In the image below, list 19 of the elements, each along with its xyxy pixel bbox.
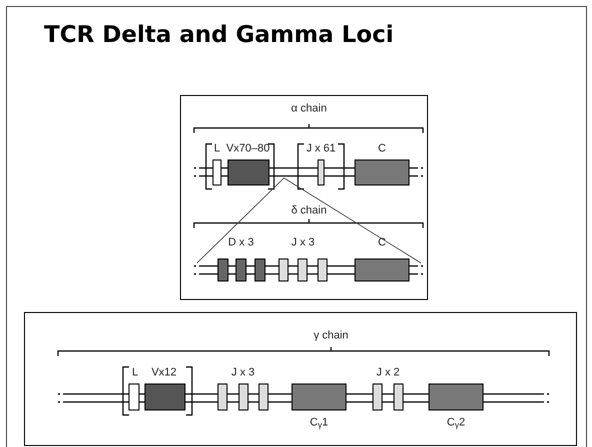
- segment-label: J x 3: [231, 368, 255, 378]
- segment-label: Vx12: [151, 368, 177, 378]
- slide-title: TCR Delta and Gamma Loci: [44, 21, 394, 50]
- segment-label: C$_{γ}$2: [446, 418, 466, 428]
- segment-label: L: [132, 368, 138, 378]
- segment-label: C$_{γ}$1: [310, 418, 328, 428]
- segment-label: D x 3: [228, 238, 254, 248]
- segment-label: Vx70–80: [226, 144, 270, 154]
- segment-label: C: [378, 144, 386, 154]
- segment-label: δ chain: [291, 206, 327, 216]
- segment-label: α chain: [291, 104, 327, 114]
- segment-label: C: [378, 238, 386, 248]
- locus-panel: [180, 95, 428, 300]
- segment-label: J x 2: [376, 368, 400, 378]
- locus-panel: [24, 312, 577, 446]
- segment-label: γ chain: [314, 330, 348, 342]
- segment-label: J x 3: [291, 238, 315, 248]
- segment-label: L: [214, 144, 220, 154]
- segment-label: J x 61: [306, 144, 336, 154]
